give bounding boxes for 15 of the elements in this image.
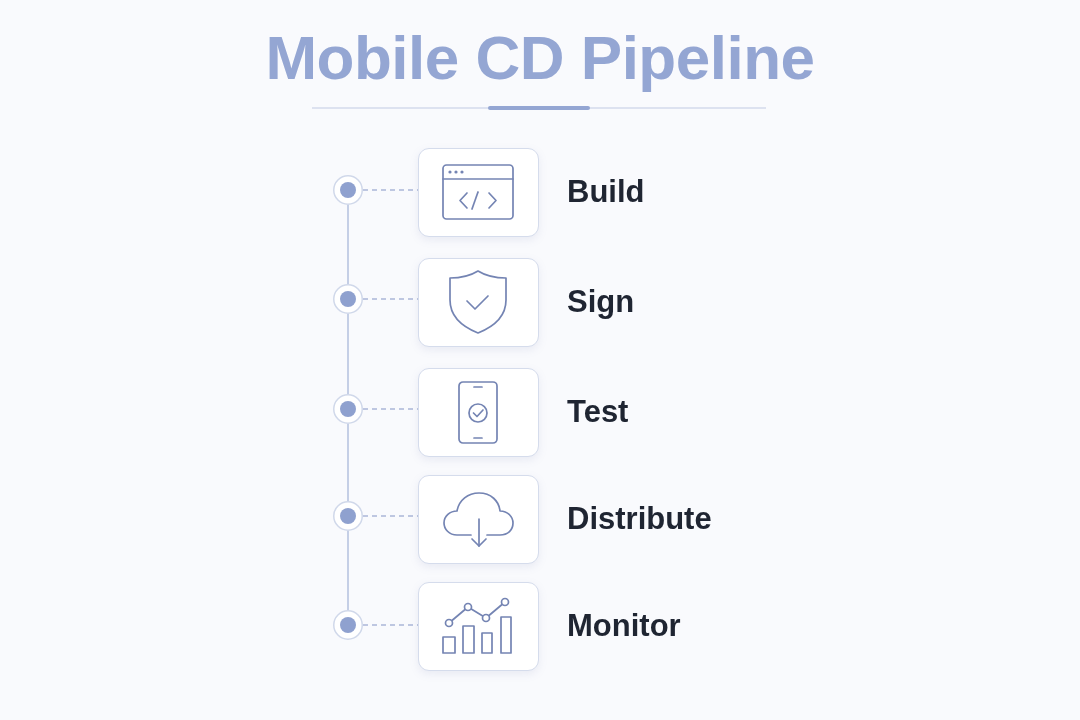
timeline-dot <box>333 501 363 531</box>
step-label: Build <box>567 174 645 210</box>
timeline-line <box>347 204 349 285</box>
timeline-dot <box>333 175 363 205</box>
timeline-dot <box>333 394 363 424</box>
step-label: Test <box>567 394 629 430</box>
timeline-dot <box>333 284 363 314</box>
title: Mobile CD Pipeline <box>265 22 815 94</box>
timeline-line <box>347 313 349 395</box>
timeline-dot <box>333 610 363 640</box>
timeline-line <box>347 530 349 611</box>
step-label: Distribute <box>567 501 712 537</box>
timeline-line <box>347 423 349 502</box>
step-label: Monitor <box>567 608 681 644</box>
step-label: Sign <box>567 284 635 320</box>
